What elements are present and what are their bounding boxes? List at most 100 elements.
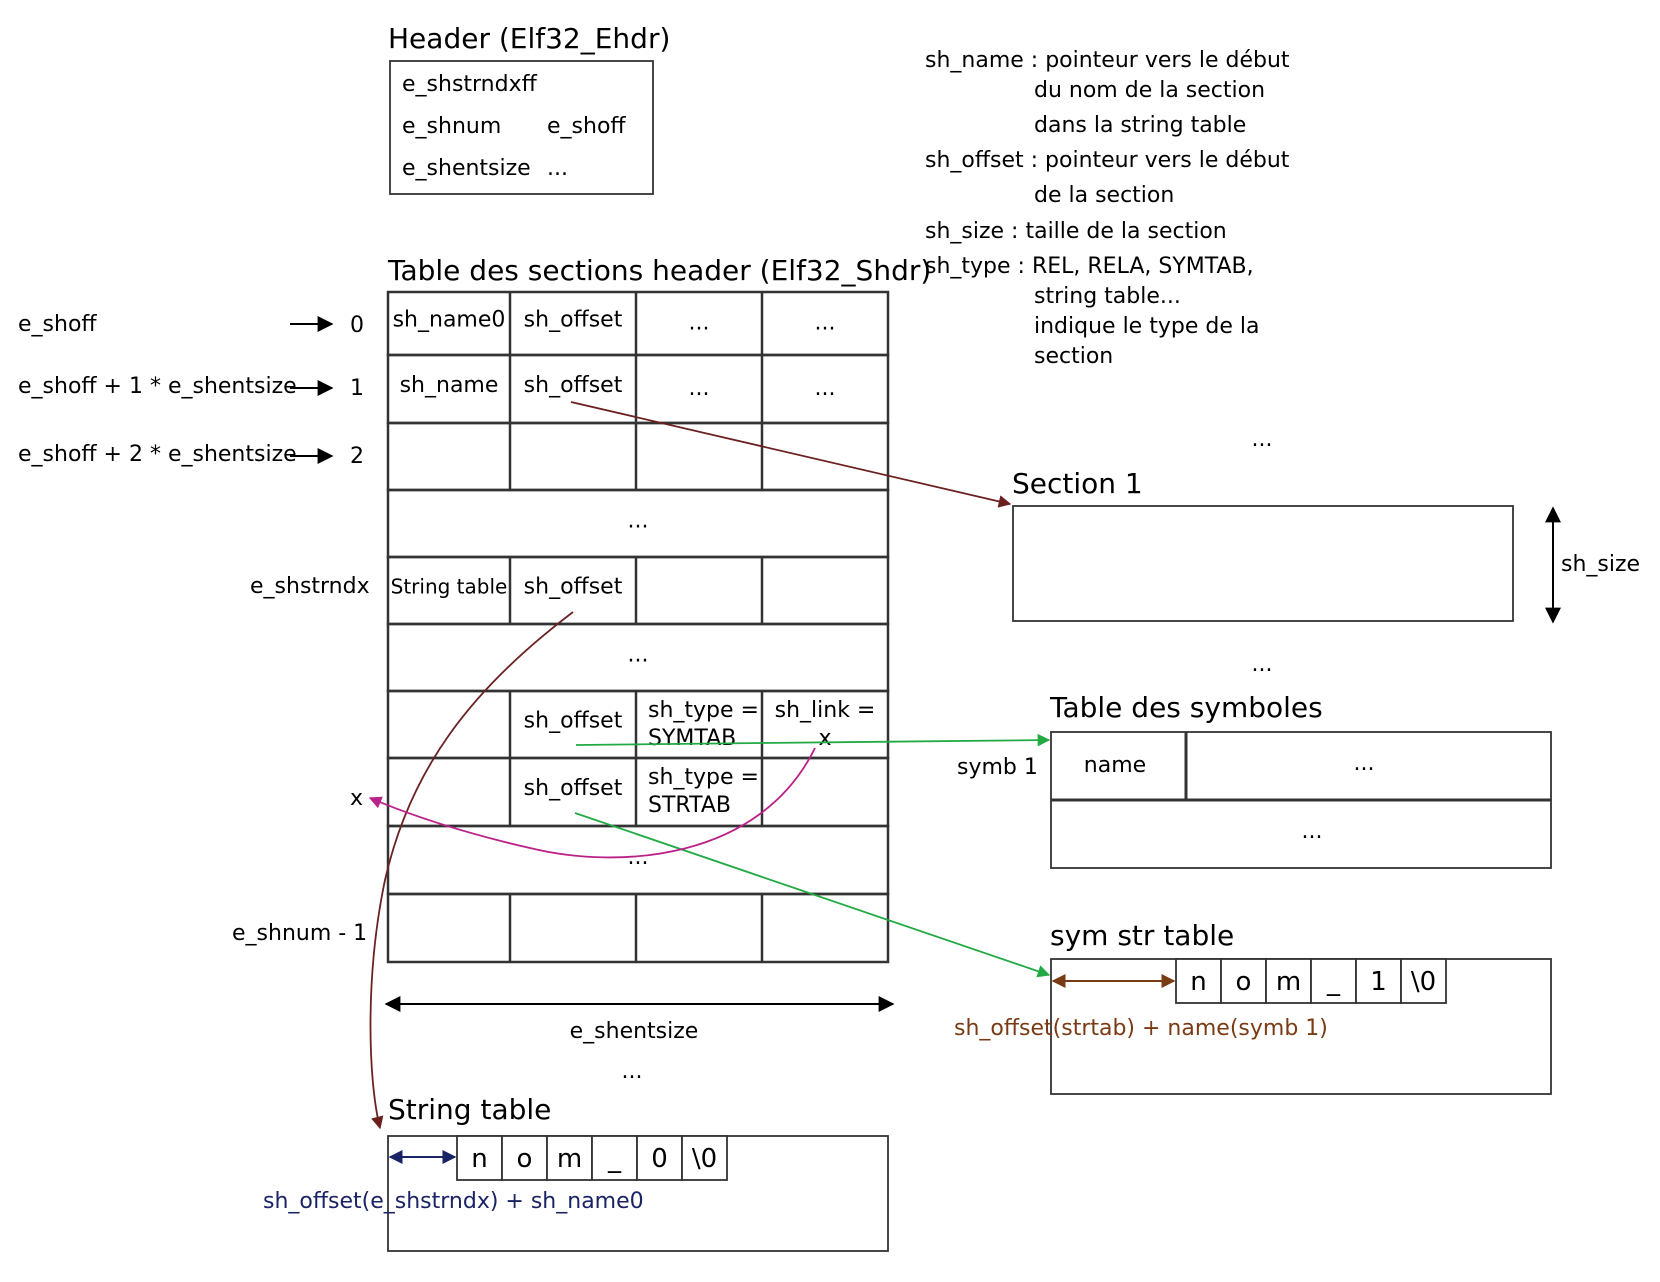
symstr-char: n	[1190, 967, 1206, 997]
shdr-cell: sh_offset	[524, 575, 623, 600]
strtab-title: String table	[388, 1093, 551, 1126]
entry-size-label: e_shentsize	[570, 1019, 699, 1044]
note-line: du nom de la section	[1034, 78, 1265, 103]
section1-box	[1012, 505, 1514, 622]
shdr-row-box	[386, 892, 890, 964]
header-field-shnum: e_shnum	[402, 114, 501, 139]
symstr-char: _	[1326, 967, 1341, 997]
elf-header: Header (Elf32_Ehdr) e_shstrndxff e_shnum…	[388, 22, 670, 195]
note-line: sh_offset : pointeur vers le début	[925, 148, 1290, 173]
header-title: Header (Elf32_Ehdr)	[388, 22, 670, 55]
symstr-pointer-arrow	[574, 812, 1051, 978]
note-line: dans la string table	[1034, 113, 1246, 138]
section1-pointer-arrow	[570, 401, 1012, 508]
strtab-char: m	[557, 1144, 582, 1174]
symstr-offset-label: sh_offset(strtab) + name(symb 1)	[954, 1016, 1328, 1041]
strtab-char-box	[456, 1135, 503, 1181]
strtab-char: o	[517, 1144, 533, 1174]
symstr-char-cell: n	[1175, 958, 1222, 1004]
shdr-cell: ...	[815, 311, 836, 336]
shdr-row-box	[386, 421, 890, 492]
symstr-char-cell: _	[1310, 958, 1357, 1004]
symtab-name-cell: name	[1084, 753, 1146, 778]
shdr-table-title: Table des sections header (Elf32_Shdr)	[387, 254, 931, 287]
symtab-entry-label: symb 1	[957, 755, 1038, 780]
shdr-cell: sh_link =x	[775, 698, 876, 751]
section-1: ... Section 1 sh_size ...	[1012, 427, 1640, 677]
note-line: section	[1034, 344, 1113, 369]
header-field-shstrndx: e_shstrndxff	[402, 72, 538, 97]
shdr-cell: sh_type =SYMTAB	[648, 698, 759, 751]
shdr-cell: ...	[628, 845, 649, 870]
shdr-row-box	[386, 756, 890, 828]
symstr-char-cell: o	[1220, 958, 1267, 1004]
strtab-char-box	[591, 1135, 638, 1181]
note-line: string table...	[1034, 284, 1181, 309]
header-field-shentsize: e_shentsize	[402, 156, 531, 181]
shdr-cell: ...	[628, 509, 649, 534]
row-label-2: e_shoff + 2 * e_shentsize	[18, 442, 297, 467]
section1-dots-above: ...	[1252, 427, 1273, 452]
section1-title: Section 1	[1012, 467, 1143, 500]
header-field-more: ...	[547, 156, 568, 181]
strtab-offset-label: sh_offset(e_shstrndx) + sh_name0	[263, 1189, 644, 1214]
symstr-char-box	[1265, 958, 1312, 1004]
section1-size-label: sh_size	[1561, 552, 1640, 577]
shdr-cell: sh_type =STRTAB	[648, 765, 759, 818]
symstr-char-cell: \0	[1400, 958, 1447, 1004]
symstr-char: o	[1236, 967, 1252, 997]
row-labels: e_shoff 0 e_shoff + 1 * e_shentsize 1 e_…	[18, 312, 370, 946]
symtab-title: Table des symboles	[1049, 691, 1323, 724]
row-index-1: 1	[350, 376, 364, 401]
shdr-cell: sh_offset	[524, 308, 623, 333]
strtab-char-cell: n	[456, 1135, 503, 1181]
shdr-cell: ...	[628, 643, 649, 668]
symstr-char-box	[1400, 958, 1447, 1004]
shdr-cell: ...	[689, 311, 710, 336]
section-header-table: Table des sections header (Elf32_Shdr) s…	[384, 254, 931, 1084]
symtab-pointer-arrow	[575, 733, 1051, 747]
symstr-char-cell: m	[1265, 958, 1312, 1004]
symtab-more-cell: ...	[1302, 819, 1323, 844]
sh-link-arrow	[368, 747, 816, 859]
symstr-char-box	[1220, 958, 1267, 1004]
strtab-char: n	[471, 1144, 487, 1174]
symtab-rest-cell: ...	[1354, 751, 1375, 776]
section1-dots-below: ...	[1252, 652, 1273, 677]
shdr-cell: sh_name0	[393, 308, 506, 333]
symstr-char-cell: 1	[1355, 958, 1402, 1004]
strtab-char: _	[607, 1144, 622, 1174]
row-label-last: e_shnum - 1	[232, 921, 367, 946]
shdr-row: String table sh_offset	[386, 555, 890, 626]
connection-arrows	[368, 401, 1051, 1130]
shdr-cell: String table	[391, 575, 508, 599]
below-table-dots: ...	[622, 1059, 643, 1084]
strtab-char-cell: _	[591, 1135, 638, 1181]
note-line: sh_type : REL, RELA, SYMTAB,	[925, 254, 1254, 279]
symstr-title: sym str table	[1050, 919, 1234, 952]
shdr-cell: ...	[689, 376, 710, 401]
shdr-row: ...	[386, 824, 890, 896]
shdr-row: ...	[386, 622, 890, 693]
strtab-char-cell: \0	[681, 1135, 728, 1181]
note-line: de la section	[1034, 183, 1174, 208]
symstr-char: \0	[1411, 967, 1436, 997]
strtab-char-box	[681, 1135, 728, 1181]
symstr-char: 1	[1370, 967, 1387, 997]
strtab-char-cell: o	[501, 1135, 548, 1181]
row-label-shstrndx: e_shstrndx	[250, 574, 370, 599]
strtab-pointer-arrow	[369, 611, 574, 1130]
row-index-2: 2	[350, 444, 364, 469]
field-notes: sh_name : pointeur vers le début du nom …	[925, 48, 1290, 369]
symstr-char: m	[1276, 967, 1301, 997]
strtab-char: 0	[651, 1144, 668, 1174]
shdr-row	[386, 421, 890, 492]
